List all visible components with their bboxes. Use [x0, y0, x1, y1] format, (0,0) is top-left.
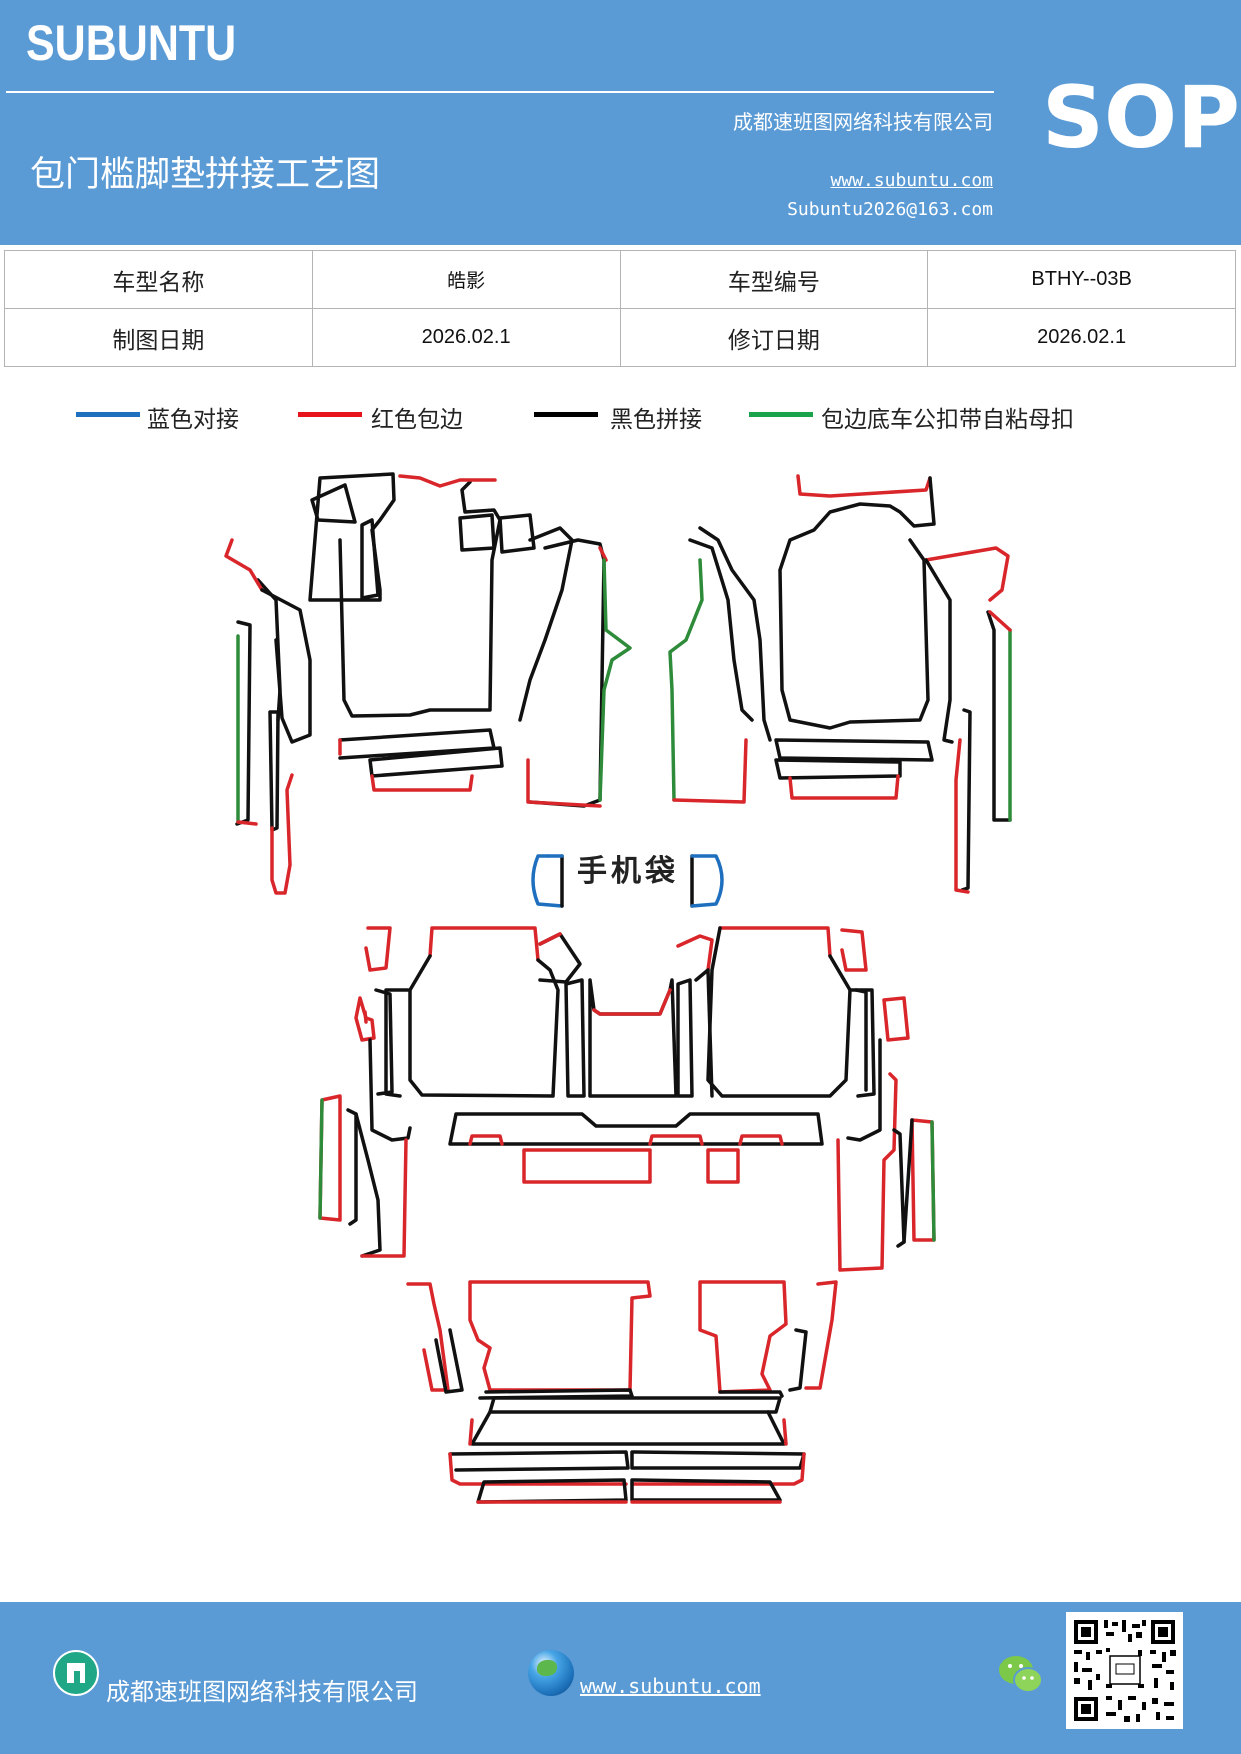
legend-swatch-black [534, 412, 598, 417]
model-name-value: 皓影 [311, 250, 621, 309]
draw-date-value: 2026.02.1 [311, 308, 621, 367]
model-name-label: 车型名称 [4, 250, 313, 309]
color-legend: 蓝色对接 红色包边 黑色拼接 包边底车公扣带自粘母扣 [0, 400, 1241, 440]
revise-date-label: 修订日期 [619, 308, 929, 367]
middle-row-pieces [318, 926, 936, 1272]
front-right-pieces [668, 474, 1012, 894]
rear-row-pieces [406, 1280, 838, 1504]
model-code-label: 车型编号 [619, 250, 929, 309]
brand-logo: SUBUNTU [26, 15, 237, 71]
table-row: 车型名称 皓影 车型编号 BTHY--03B [4, 250, 1236, 309]
company-name: 成都速班图网络科技有限公司 [733, 110, 993, 134]
legend-swatch-red [298, 412, 362, 417]
building-icon [53, 1650, 99, 1696]
floor-mat-diagram [224, 472, 1012, 1504]
globe-icon [528, 1650, 574, 1696]
legend-swatch-green [749, 412, 813, 417]
footer-website-link[interactable]: www.subuntu.com [580, 1674, 761, 1698]
header-divider [6, 91, 994, 93]
footer-company: 成都速班图网络科技有限公司 [106, 1678, 418, 1706]
wechat-icon[interactable] [997, 1652, 1045, 1696]
draw-date-label: 制图日期 [4, 308, 313, 367]
phone-pockets [531, 854, 724, 908]
front-left-pieces [224, 472, 632, 895]
revise-date-value: 2026.02.1 [927, 308, 1236, 367]
info-table: 车型名称 皓影 车型编号 BTHY--03B 制图日期 2026.02.1 修订… [4, 250, 1236, 367]
page-title: 包门槛脚垫拼接工艺图 [30, 155, 381, 195]
legend-label-black: 黑色拼接 [610, 407, 702, 433]
legend-label-red: 红色包边 [371, 407, 463, 433]
legend-label-green: 包边底车公扣带自粘母扣 [821, 407, 1074, 433]
page-header: SUBUNTU 成都速班图网络科技有限公司 包门槛脚垫拼接工艺图 www.sub… [0, 0, 1241, 245]
qr-code[interactable] [1066, 1612, 1183, 1729]
model-code-value: BTHY--03B [927, 250, 1236, 309]
legend-label-blue: 蓝色对接 [147, 407, 239, 433]
table-row: 制图日期 2026.02.1 修订日期 2026.02.1 [4, 308, 1236, 367]
email-address[interactable]: Subuntu2026@163.com [787, 199, 993, 220]
legend-swatch-blue [76, 412, 140, 417]
sop-label: SOP [1042, 68, 1241, 168]
website-link[interactable]: www.subuntu.com [830, 170, 993, 191]
phone-pocket-label: 手机袋 [577, 854, 679, 889]
